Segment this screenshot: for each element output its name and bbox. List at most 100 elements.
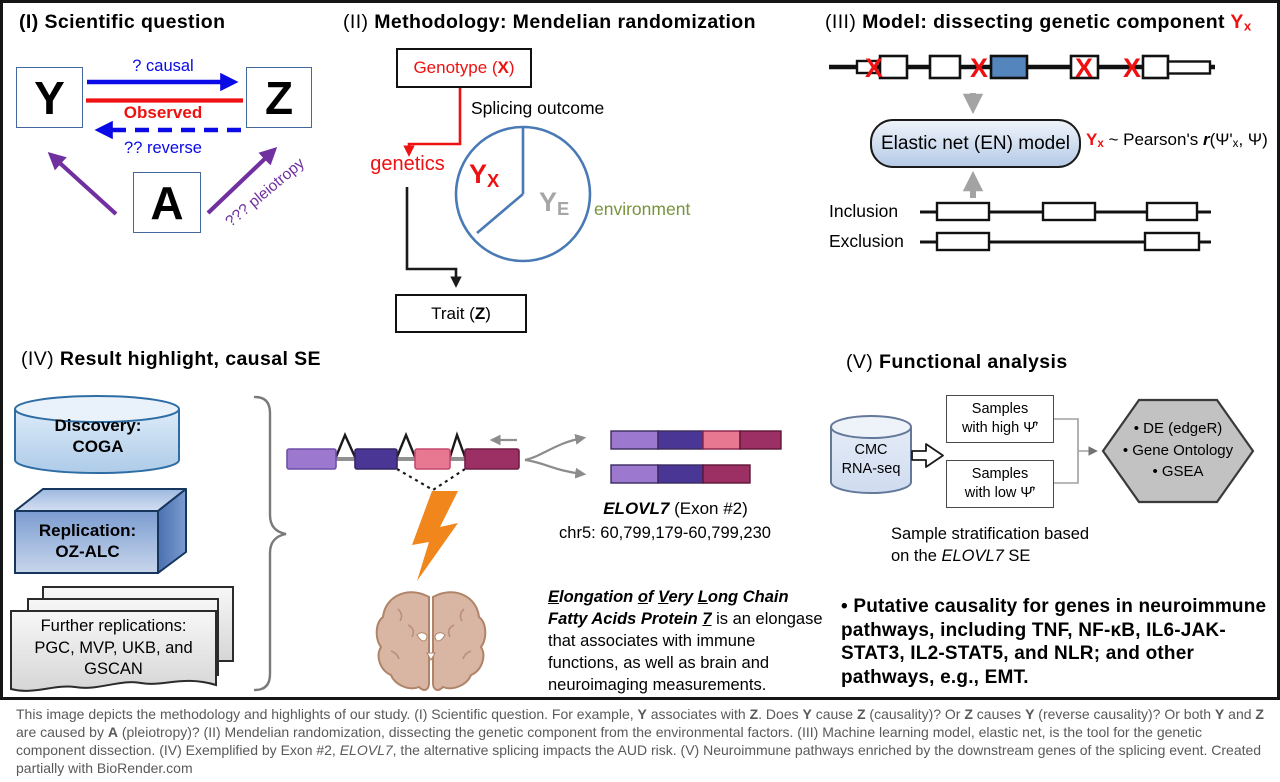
node-a-box: A: [133, 172, 201, 233]
panel5-title-text: Functional analysis: [879, 351, 1068, 373]
isoform2-seg1: [610, 464, 659, 484]
replication-line2: OZ-ALC: [55, 542, 120, 561]
brain-right-hemisphere: [432, 591, 487, 691]
hexagon-label: • DE (edgeR) • Gene Ontology • GSEA: [1111, 418, 1245, 483]
snp-x-icon: X: [970, 53, 988, 83]
splice-junction: [334, 431, 357, 458]
gene-name-label: ELOVL7 (Exon #2): [603, 499, 748, 518]
panel5-title: (V) Functional analysis: [846, 351, 1068, 374]
exon-2: [354, 448, 398, 470]
genomic-coordinates: chr5: 60,799,179-60,799,230: [559, 524, 771, 542]
inclusion-exon: [935, 201, 991, 222]
snp-x-icon: X: [1123, 53, 1141, 83]
discovery-label: Discovery: COGA: [17, 415, 179, 457]
exon-3-alternative: [414, 448, 451, 470]
panel2-title-text: Methodology: Mendelian randomization: [374, 11, 756, 33]
replication-label: Replication: OZ-ALC: [17, 520, 158, 562]
reverse-label: ?? reverse: [124, 139, 202, 157]
isoform1-seg3: [702, 430, 741, 450]
snp-x-icon: X: [865, 53, 883, 83]
exon-box-3: [1069, 54, 1100, 80]
replication-box-top: [14, 488, 187, 512]
brace: [253, 395, 287, 692]
genotype-to-genetics-arrow: [403, 83, 462, 157]
panel5-title-prefix: (V): [846, 351, 880, 373]
replication-box-side: [157, 488, 187, 574]
hexagon-line3: • GSEA: [1152, 463, 1204, 480]
exon-4: [464, 448, 520, 470]
node-y-label: Y: [34, 71, 65, 124]
block-arrow-icon: [911, 443, 944, 468]
cmc-line1: CMC: [854, 442, 888, 458]
splicing-outcome-label: Splicing outcome: [471, 98, 605, 118]
brain-ventricle-right: [434, 632, 446, 642]
figure-frame: X X X X: [0, 0, 1280, 700]
isoform2-seg2: [657, 464, 704, 484]
lightning-bolt-icon: [412, 491, 458, 581]
panel4-title-prefix: (IV): [21, 348, 60, 370]
node-z-box: Z: [246, 67, 312, 128]
discovery-line2: COGA: [72, 437, 124, 456]
brain-sulci: [390, 608, 472, 660]
yx-slice-label: YX: [469, 159, 500, 191]
high-psi-box: Samples with high Ψ̂′: [946, 395, 1054, 443]
pearson-formula: Yx ~ Pearson's r(Ψ'x, Ψ): [1086, 130, 1268, 151]
splice-junction: [448, 431, 467, 458]
panel1-title: (I) Scientific question: [19, 11, 225, 34]
isoform1-seg2: [657, 430, 704, 450]
cmc-cylinder-top: [830, 415, 912, 439]
cmc-label: CMC RNA-seq: [833, 441, 909, 479]
exon-box-2: [928, 54, 962, 80]
panel3-title: (III) Model: dissecting genetic componen…: [825, 11, 1252, 34]
hexagon-line1: • DE (edgeR): [1133, 420, 1223, 437]
panel4-title: (IV) Result highlight, causal SE: [21, 348, 321, 371]
node-y-box: Y: [16, 67, 83, 128]
trait-label: Trait (Z): [431, 303, 491, 323]
exon-skipping-dotted: [396, 468, 466, 492]
isoform2-seg3: [702, 464, 751, 484]
panel1-title-text: Scientific question: [44, 11, 226, 33]
exon-box-4: [1141, 54, 1170, 80]
exclusion-exon: [1143, 231, 1201, 252]
elastic-net-label: Elastic net (EN) model: [880, 132, 1070, 154]
exclusion-exon: [935, 231, 991, 252]
pleiotropy-label: ??? pleiotropy: [222, 154, 308, 231]
splicing-outcome-circle: [454, 125, 592, 263]
further-line2: PGC, MVP, UKB, and: [34, 638, 193, 657]
causal-label: ? causal: [132, 57, 194, 75]
exclusion-label: Exclusion: [829, 231, 904, 251]
further-replications-label: Further replications: PGC, MVP, UKB, and…: [13, 616, 214, 681]
utr-box-left: [855, 59, 879, 75]
genotype-box: Genotype (X): [396, 48, 532, 88]
brain-left-hemisphere: [375, 591, 430, 691]
further-line1: Further replications:: [40, 617, 187, 635]
genetics-to-trait-arrow: [405, 187, 462, 288]
pathways-bullet: • Putative causality for genes in neuroi…: [841, 596, 1267, 688]
trait-box: Trait (Z): [395, 294, 527, 333]
isoform1-seg4: [739, 430, 782, 450]
brain-icon: [375, 591, 487, 691]
isoform1-seg1: [610, 430, 659, 450]
replication-line1: Replication:: [38, 521, 137, 540]
stratification-note: Sample stratification based on the ELOVL…: [891, 525, 1090, 565]
ye-slice-label: YE: [539, 187, 570, 219]
observed-label: Observed: [123, 103, 203, 122]
genetics-label: genetics: [370, 153, 445, 175]
target-exon-box-blue: [989, 54, 1029, 80]
figure-caption: This image depicts the methodology and h…: [16, 706, 1264, 776]
further-line3: GSCAN: [84, 660, 143, 678]
sample-merge-connector: [1052, 418, 1079, 484]
panel3-title-text: (III) Model: dissecting genetic componen…: [825, 11, 1252, 34]
panel1-title-prefix: (I): [19, 11, 45, 33]
genotype-label: Genotype (X): [413, 58, 515, 77]
utr-box-right: [1166, 60, 1212, 75]
node-z-label: Z: [264, 71, 294, 124]
inclusion-exon: [1041, 201, 1097, 222]
inclusion-label: Inclusion: [829, 201, 899, 221]
low-psi-line2: with low Ψ̂′: [964, 485, 1036, 501]
elastic-net-ellipse: Elastic net (EN) model: [870, 119, 1081, 168]
discovery-line1: Discovery:: [54, 416, 142, 435]
panel4-title-text: Result highlight, causal SE: [59, 348, 321, 370]
exon-box-1: [878, 54, 909, 80]
